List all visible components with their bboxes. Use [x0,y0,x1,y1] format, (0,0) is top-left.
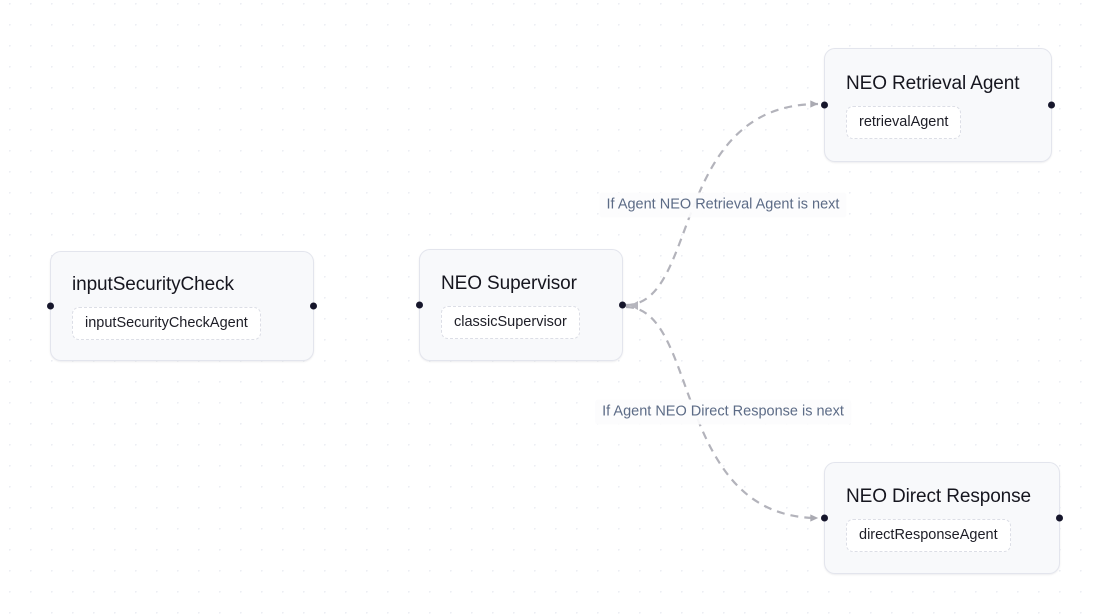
edge-source-arrow-icon [630,301,638,310]
node-handle-right[interactable] [1048,101,1055,109]
node-handle-right[interactable] [310,302,317,310]
node-agent-chip[interactable]: classicSupervisor [441,305,580,339]
node-neo-supervisor[interactable]: NEO Supervisor classicSupervisor [416,249,626,361]
node-neo-direct-response[interactable]: NEO Direct Response directResponseAgent [821,462,1063,574]
node-title: inputSecurityCheck [72,273,234,295]
node-agent-chip[interactable]: directResponseAgent [846,518,1011,552]
node-title: NEO Supervisor [441,272,577,294]
edge-label-supervisor-to-retrieval[interactable]: If Agent NEO Retrieval Agent is next [599,192,847,218]
node-title: NEO Retrieval Agent [846,72,1020,94]
node-handle-left[interactable] [416,301,423,309]
node-handle-right[interactable] [619,301,626,309]
node-neo-retrieval-agent[interactable]: NEO Retrieval Agent retrievalAgent [821,48,1055,162]
node-title: NEO Direct Response [846,485,1032,507]
node-agent-chip[interactable]: inputSecurityCheckAgent [72,306,261,340]
node-handle-left[interactable] [821,101,828,109]
node-agent-chip[interactable]: retrievalAgent [846,105,962,139]
node-handle-left[interactable] [821,514,828,522]
node-input-security-check[interactable]: inputSecurityCheck inputSecurityCheckAge… [47,251,317,361]
node-handle-left[interactable] [47,302,54,310]
edge-label-supervisor-to-direct-response[interactable]: If Agent NEO Direct Response is next [595,399,851,425]
node-handle-right[interactable] [1056,514,1063,522]
